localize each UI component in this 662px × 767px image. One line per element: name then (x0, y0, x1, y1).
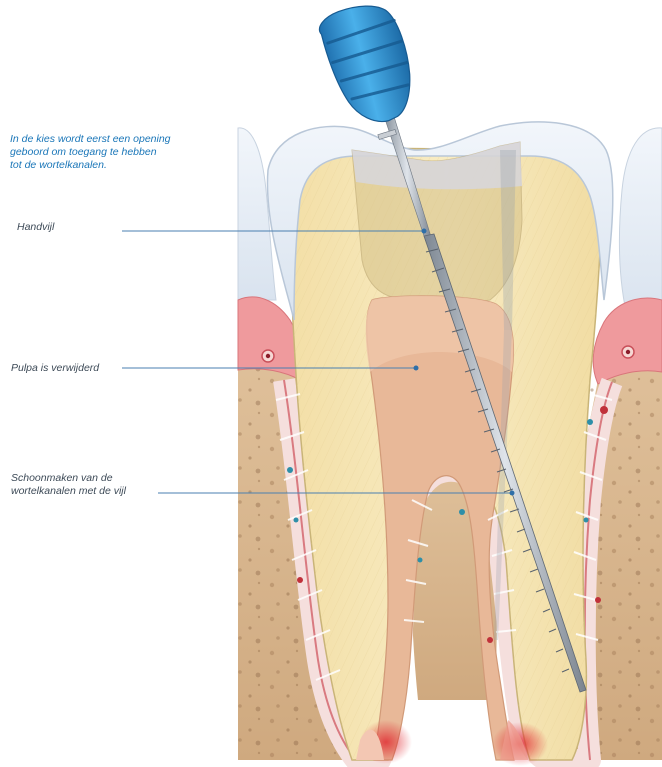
blood-vessels (287, 406, 608, 643)
label-handvijl: Handvijl (17, 221, 55, 233)
leader-dots (413, 228, 515, 496)
neighbour-tooth-left (237, 127, 277, 301)
endodontic-hand-file-icon (318, 5, 587, 693)
ligament-fibres (275, 393, 613, 681)
gum-right (592, 297, 662, 385)
tooth-enamel (266, 121, 614, 321)
label-pulpa: Pulpa is verwijderd (11, 362, 100, 374)
file-shadow (500, 150, 516, 330)
pulp-chamber (366, 295, 515, 761)
intro-caption: In de kies wordt eerst een opening geboo… (10, 133, 171, 171)
neighbour-tooth-right (619, 127, 662, 321)
label-schoonmaken: Schoonmaken van de wortelkanalen met de … (11, 472, 126, 497)
leader-lines (122, 230, 512, 494)
